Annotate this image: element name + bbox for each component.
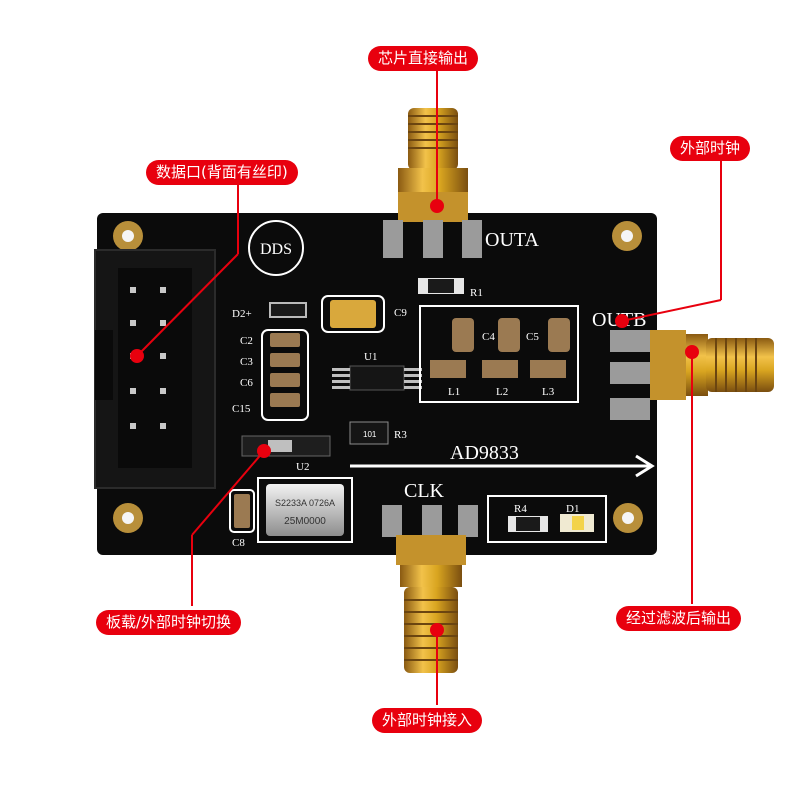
crystal-text-1: S2233A 0726A	[275, 498, 335, 508]
r4-d1-block	[487, 495, 607, 543]
callout-chip-direct-output: 芯片直接输出	[368, 46, 479, 71]
callout-onboard-external-switch: 板载/外部时钟切换	[96, 610, 242, 635]
capacitor-c9	[321, 295, 385, 333]
c4-label: C4	[482, 331, 495, 343]
capacitor-stack	[261, 329, 309, 421]
chip-u1	[332, 365, 422, 391]
callout-external-clock-input: 外部时钟接入	[372, 708, 483, 733]
d2-label: D2+	[232, 308, 252, 320]
diode-d2	[269, 302, 307, 318]
callout-data-port: 数据口(背面有丝印)	[146, 160, 298, 185]
l3-label: L3	[542, 386, 555, 398]
resistor-r3	[349, 421, 389, 445]
c5-label: C5	[526, 331, 539, 343]
c2-label: C2	[240, 335, 253, 347]
data-port-header	[94, 249, 216, 489]
c8-label: C8	[232, 537, 245, 549]
chip-name-label: AD9833	[450, 442, 519, 464]
c9-label: C9	[394, 307, 407, 319]
clk-label: CLK	[404, 480, 445, 502]
capacitor-c8	[229, 489, 255, 533]
signal-arrow	[350, 454, 655, 478]
filter-block	[419, 305, 579, 403]
logo-text: DDS	[260, 241, 292, 258]
crystal-text-2: 25M0000	[284, 516, 326, 527]
r3-label: R3	[394, 429, 407, 441]
outa-label: OUTA	[485, 229, 540, 251]
d1-label: D1	[566, 503, 579, 515]
callout-filtered-output: 经过滤波后输出	[616, 606, 742, 631]
switch-u2	[241, 435, 331, 457]
c6-label: C6	[240, 377, 253, 389]
crystal-oscillator	[257, 477, 353, 543]
r1-label: R1	[470, 287, 483, 299]
dds-logo: DDS	[248, 220, 304, 276]
callout-dots	[130, 199, 699, 637]
resistor-r1	[418, 278, 464, 294]
c15-label: C15	[232, 403, 251, 415]
callout-leaders	[136, 68, 722, 705]
callout-external-clock: 外部时钟	[670, 136, 751, 161]
r3-code: 101	[363, 430, 377, 439]
mounting-holes	[113, 221, 643, 533]
l2-label: L2	[496, 386, 508, 398]
sma-connector-clk	[382, 505, 478, 673]
r4-label: R4	[514, 503, 527, 515]
c3-label: C3	[240, 356, 253, 368]
u1-label: U1	[364, 351, 377, 363]
sma-connector-outa	[383, 108, 482, 258]
u2-label: U2	[296, 461, 309, 473]
l1-label: L1	[448, 386, 460, 398]
